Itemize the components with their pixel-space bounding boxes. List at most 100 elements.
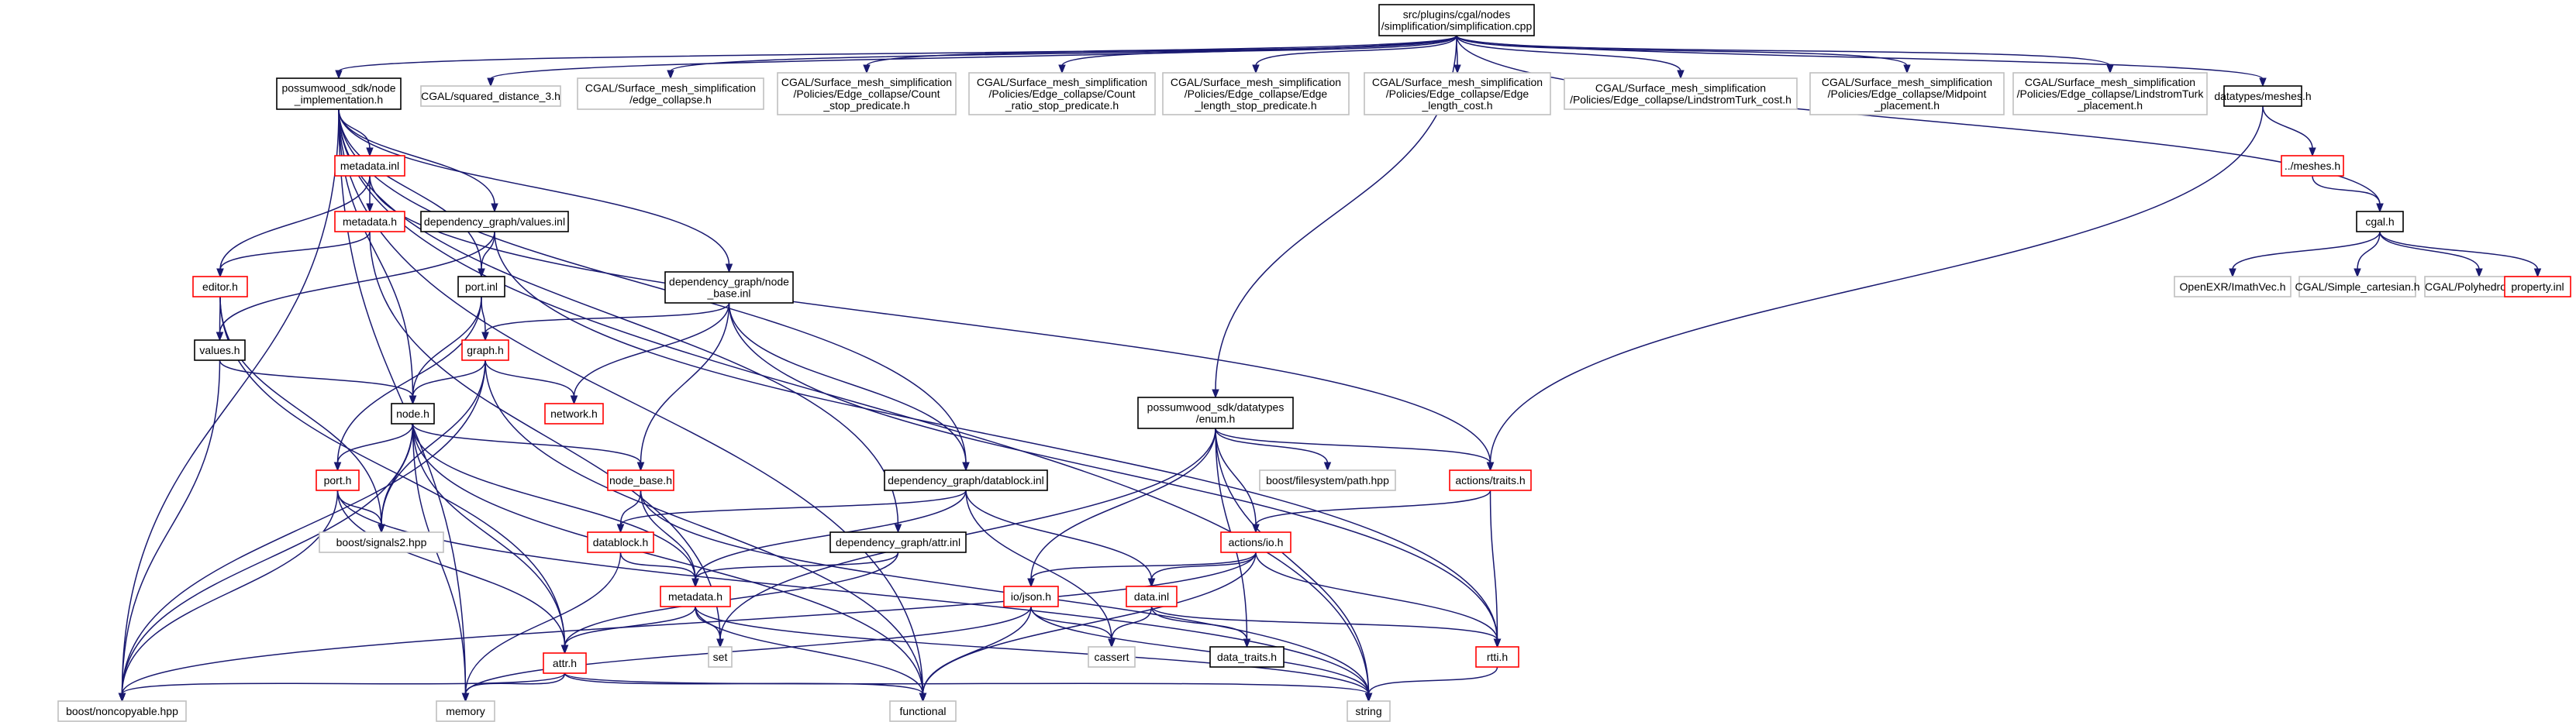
node-datatraits[interactable]: data_traits.h: [1209, 646, 1285, 668]
node-nodeh[interactable]: node.h: [391, 403, 435, 425]
arrowhead: [1058, 64, 1066, 74]
node-label-line: CGAL/Surface_mesh_simplification: [2025, 76, 2195, 88]
edge-nodebaseinl-to-nodebaseh: [640, 302, 730, 464]
node-editorh[interactable]: editor.h: [192, 276, 248, 297]
edge-nodeh-to-nodebaseh: [412, 423, 642, 464]
node-box: [2281, 155, 2344, 177]
edge-graphh-to-nodeh: [412, 359, 486, 397]
node-attrinl[interactable]: dependency_graph/attr.inl: [829, 531, 967, 553]
node-edgecollapse[interactable]: CGAL/Surface_mesh_simplification/edge_co…: [577, 77, 764, 110]
node-lencost[interactable]: CGAL/Surface_mesh_simplification/Policie…: [1364, 72, 1551, 115]
node-metah2[interactable]: metadata.h: [660, 586, 731, 607]
node-label-line: /Policies/Edge_collapse/Edge: [1386, 88, 1529, 100]
node-box: [334, 155, 405, 177]
node-sqdist[interactable]: CGAL/squared_distance_3.h: [420, 85, 561, 107]
node-cassert[interactable]: cassert: [1088, 646, 1136, 668]
node-box: [660, 586, 731, 607]
edge-dbinl-to-datablockh: [619, 490, 967, 526]
arrowhead: [378, 524, 385, 534]
node-meshes[interactable]: ../meshes.h: [2281, 155, 2344, 177]
node-memory[interactable]: memory: [436, 700, 495, 722]
node-simplecart[interactable]: CGAL/Simple_cartesian.h: [2295, 276, 2420, 297]
arrowhead: [478, 268, 485, 278]
node-propinl[interactable]: property.inl: [2504, 276, 2571, 297]
node-metah1[interactable]: metadata.h: [334, 211, 405, 232]
node-countstop[interactable]: CGAL/Surface_mesh_simplification/Policie…: [777, 72, 957, 115]
node-dbinl[interactable]: dependency_graph/datablock.inl: [884, 469, 1048, 491]
node-layer: src/plugins/cgal/nodes/simplification/si…: [57, 4, 2571, 722]
edge-metah1-to-editorh: [219, 231, 371, 270]
node-ioh[interactable]: actions/io.h: [1220, 531, 1291, 553]
node-box: [829, 531, 967, 553]
node-nodebaseh[interactable]: node_base.h: [607, 469, 674, 491]
node-porth[interactable]: port.h: [316, 469, 360, 491]
node-functional[interactable]: functional: [889, 700, 957, 722]
edge-nodeh-to-functional: [412, 423, 924, 695]
node-dtmeshes[interactable]: datatypes/meshes.h: [2214, 85, 2312, 107]
node-seth[interactable]: set: [708, 646, 733, 668]
edge-cgalh-to-simplecart: [2357, 231, 2381, 270]
node-box: [420, 85, 561, 107]
arrowhead: [216, 268, 224, 278]
node-label-line: CGAL/Simple_cartesian.h: [2295, 280, 2419, 293]
node-lindplace[interactable]: CGAL/Surface_mesh_simplification/Policie…: [2012, 72, 2208, 115]
node-string[interactable]: string: [1347, 700, 1391, 722]
node-midpoint[interactable]: CGAL/Surface_mesh_simplification/Policie…: [1809, 72, 2005, 115]
node-root[interactable]: src/plugins/cgal/nodes/simplification/si…: [1378, 4, 1535, 36]
node-box: [436, 700, 495, 722]
edge-metainl-to-editorh: [219, 175, 371, 270]
node-portinl[interactable]: port.inl: [457, 276, 505, 297]
node-box: [457, 276, 505, 297]
node-box: [334, 211, 405, 232]
arrowhead: [487, 77, 495, 88]
node-metainl[interactable]: metadata.inl: [334, 155, 405, 177]
node-lenstop[interactable]: CGAL/Surface_mesh_simplification/Policie…: [1162, 72, 1350, 115]
node-fspath[interactable]: boost/filesystem/path.hpp: [1259, 469, 1396, 491]
edge-dbinl-to-cassert: [965, 490, 1112, 641]
edge-valinl-to-rttih: [494, 231, 1498, 641]
node-graphh[interactable]: graph.h: [461, 339, 509, 361]
node-traitsh[interactable]: actions/traits.h: [1449, 469, 1532, 491]
edge-ioh-to-functional: [922, 552, 1257, 695]
node-enumh[interactable]: possumwood_sdk/datatypes/enum.h: [1137, 397, 1294, 429]
node-label-line: datatypes/meshes.h: [2214, 90, 2311, 102]
arrowhead: [1364, 693, 1373, 703]
arrowhead: [1677, 70, 1685, 80]
edge-nodeh-to-porth: [336, 423, 414, 464]
node-box: [1364, 72, 1551, 115]
edge-root-to-countratio: [1061, 35, 1457, 67]
node-cgalh[interactable]: cgal.h: [2356, 211, 2404, 232]
edge-metah2-to-string: [695, 606, 1370, 695]
node-box: [1564, 77, 1798, 110]
edge-jsonh-to-memory: [464, 606, 1032, 695]
node-attrh[interactable]: attr.h: [543, 652, 587, 674]
node-rttih[interactable]: rtti.h: [1475, 646, 1519, 668]
edge-dtmeshes-to-meshes: [2262, 105, 2313, 150]
arrowhead: [1252, 64, 1260, 74]
node-impl[interactable]: possumwood_sdk/node_implementation.h: [276, 77, 402, 110]
edge-attrinl-to-attrh: [564, 552, 899, 647]
node-label-line: _length_stop_predicate.h: [1194, 99, 1316, 112]
node-signals2[interactable]: boost/signals2.hpp: [319, 531, 444, 553]
node-nodebaseinl[interactable]: dependency_graph/node_base.inl: [664, 271, 794, 304]
edge-valinl-to-portinl: [481, 231, 495, 270]
node-valuesh[interactable]: values.h: [194, 339, 246, 361]
node-label-line: attr.h: [553, 657, 577, 669]
edge-nodeh-to-attrh: [412, 423, 566, 647]
edge-root-to-dtmeshes: [1456, 35, 2264, 80]
node-box: [1378, 4, 1535, 36]
node-box: [1209, 646, 1285, 668]
node-noncopy[interactable]: boost/noncopyable.hpp: [57, 700, 187, 722]
node-networkh[interactable]: network.h: [544, 403, 604, 425]
node-label-line: CGAL/Surface_mesh_simplification: [1372, 76, 1543, 88]
edge-metah2-to-functional: [695, 606, 924, 695]
node-valinl[interactable]: dependency_graph/values.inl: [420, 211, 569, 232]
node-countratio[interactable]: CGAL/Surface_mesh_simplification/Policie…: [968, 72, 1156, 115]
arrowhead: [409, 395, 417, 405]
node-label-line: CGAL/Surface_mesh_simplification: [1822, 76, 1992, 88]
node-openexr[interactable]: OpenEXR/ImathVec.h: [2174, 276, 2292, 297]
node-lindcost[interactable]: CGAL/Surface_mesh_simplification/Policie…: [1564, 77, 1798, 110]
node-datainl[interactable]: data.inl: [1126, 586, 1178, 607]
node-datablockh[interactable]: datablock.h: [587, 531, 654, 553]
node-jsonh[interactable]: io/json.h: [1003, 586, 1059, 607]
